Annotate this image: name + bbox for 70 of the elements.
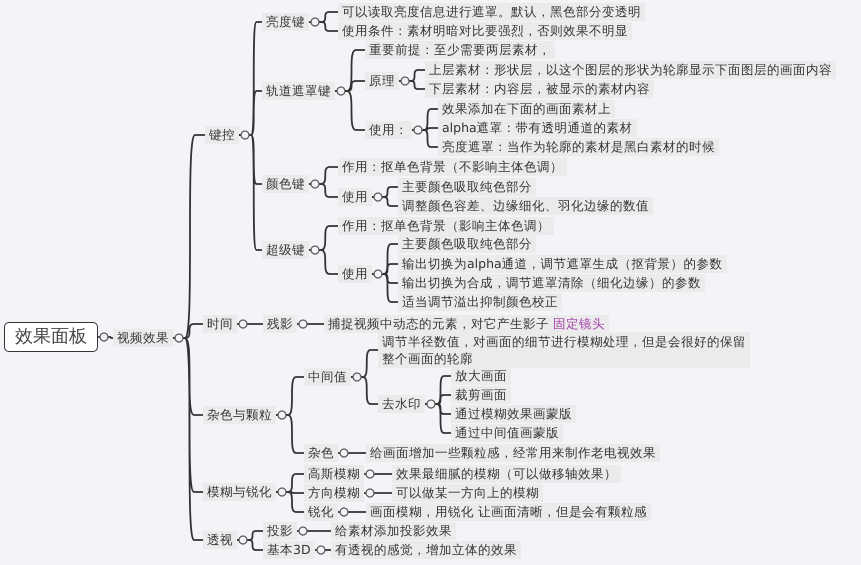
topic-label: 输出切换为合成，调节遮罩清除（细化边缘）的参数 bbox=[398, 274, 705, 292]
branch-line bbox=[309, 21, 338, 32]
topic-label: 调整颜色容差、边缘细化、羽化边缘的数值 bbox=[398, 197, 653, 215]
branch-line bbox=[237, 539, 263, 551]
branch-line bbox=[364, 492, 392, 494]
topic-label: 给画面增加一些颗粒感，经常用来制作老电视效果 bbox=[366, 444, 660, 462]
topic-label: 时间 bbox=[203, 315, 237, 333]
topic-label: 杂色与颗粒 bbox=[203, 406, 276, 424]
branch-line bbox=[309, 183, 338, 198]
branch-line bbox=[315, 549, 331, 551]
topic-label: 有透视的感觉，增加立体的效果 bbox=[331, 541, 521, 559]
branch-line bbox=[297, 323, 324, 325]
branch-line bbox=[276, 414, 304, 454]
topic-label: 残影 bbox=[263, 315, 297, 333]
topic-label: 透视 bbox=[203, 531, 237, 549]
topic-label: 基本3D bbox=[263, 541, 315, 559]
topic-label: 上层素材：形状层，以这个图层的形状为轮廓显示下面图层的画面内容 bbox=[425, 61, 836, 79]
topic-label: 作用：抠单色背景（不影响主体色调） bbox=[338, 158, 567, 176]
topic-label: 可以读取亮度信息进行遮罩。默认，黑色部分变透明 bbox=[338, 3, 645, 21]
branch-line bbox=[276, 491, 304, 513]
topic-label: 轨道遮罩键 bbox=[262, 82, 335, 100]
link-text: 固定镜头 bbox=[553, 316, 605, 331]
topic-label: 去水印 bbox=[378, 395, 425, 413]
branch-line bbox=[338, 452, 366, 454]
topic-label: 捕捉视频中动态的元素，对它产生影子 固定镜头 bbox=[324, 315, 609, 333]
branch-line bbox=[399, 80, 425, 90]
topic-label: 调节半径数值，对画面的细节进行模糊处理，但是会很好的保留整个画面的轮廓 bbox=[378, 332, 750, 368]
topic-label: 视频效果 bbox=[113, 329, 173, 347]
topic-label: 原理 bbox=[365, 72, 399, 90]
topic-label: 主要颜色吸取纯色部分 bbox=[398, 178, 536, 196]
topic-label: 杂色 bbox=[304, 444, 338, 462]
topic-label: 主要颜色吸取纯色部分 bbox=[398, 235, 536, 253]
topic-label: 给素材添加投影效果 bbox=[331, 522, 456, 540]
branch-line bbox=[364, 473, 392, 475]
topic-label: 效果添加在下面的画面素材上 bbox=[438, 100, 615, 118]
topic-label: 通过中间值画蒙版 bbox=[451, 424, 563, 442]
topic-label: 效果最细腻的模糊（可以做移轴效果） bbox=[392, 465, 621, 483]
topic-label: 作用：抠单色背景（影响主体色调） bbox=[338, 217, 554, 235]
branch-line bbox=[338, 511, 366, 513]
topic-label: 适当调节溢出抑制颜色校正 bbox=[398, 293, 562, 311]
topic-label: 通过模糊效果画蒙版 bbox=[451, 405, 576, 423]
topic-label: 高斯模糊 bbox=[304, 465, 364, 483]
topic-label: 下层素材：内容层，被显示的素材内容 bbox=[425, 80, 654, 98]
topic-label: 亮度键 bbox=[262, 13, 309, 31]
branch-line bbox=[372, 196, 398, 207]
branch-line bbox=[237, 323, 263, 325]
topic-label: 亮度遮罩：当作为轮廓的素材是黑白素材的时候 bbox=[438, 138, 719, 156]
topic-label: 可以做某一方向上的模糊 bbox=[392, 484, 543, 502]
branch-line bbox=[98, 336, 113, 339]
topic-label: 放大画面 bbox=[451, 367, 511, 385]
topic-label: 输出切换为alpha通道，调节遮罩生成（抠背景）的参数 bbox=[398, 255, 727, 273]
branch-line bbox=[412, 129, 438, 148]
topic-label: alpha遮罩：带有透明通道的素材 bbox=[438, 119, 637, 137]
branch-line bbox=[297, 530, 331, 532]
topic-label: 使用条件：素材明暗对比要强烈，否则效果不明显 bbox=[338, 22, 632, 40]
root-topic: 效果面板 bbox=[4, 322, 98, 352]
topic-label: 重要前提：至少需要两层素材， bbox=[365, 41, 555, 59]
topic-label: 使用： bbox=[365, 121, 412, 139]
topic-label: 模糊与锐化 bbox=[203, 483, 276, 501]
topic-label: 裁剪画面 bbox=[451, 386, 511, 404]
topic-label: 超级键 bbox=[262, 241, 309, 259]
topic-label: 使用 bbox=[338, 265, 372, 283]
topic-label: 中间值 bbox=[304, 368, 351, 386]
topic-label: 颜色键 bbox=[262, 175, 309, 193]
topic-label: 锐化 bbox=[304, 503, 338, 521]
topic-label: 画面模糊，用锐化 让画面清晰，但是会有颗粒感 bbox=[366, 503, 651, 521]
topic-label: 键控 bbox=[205, 126, 239, 144]
topic-label: 方向模糊 bbox=[304, 484, 364, 502]
topic-label: 使用 bbox=[338, 188, 372, 206]
topic-label: 投影 bbox=[263, 522, 297, 540]
